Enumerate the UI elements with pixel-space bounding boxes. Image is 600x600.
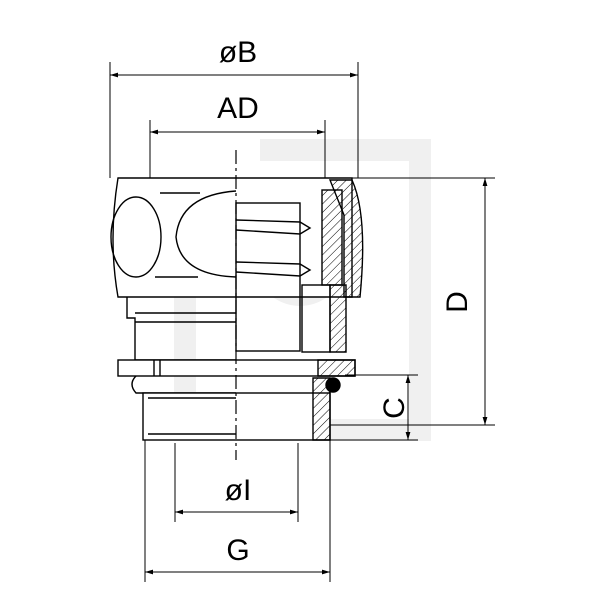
dim-label-height: D [441, 291, 474, 313]
dim-label-inner-diameter: øI [225, 474, 252, 507]
dim-label-thread-length: C [378, 397, 411, 419]
dim-label-thread: G [226, 534, 249, 567]
dim-label-across-flats: AD [217, 92, 259, 125]
dim-label-outer-diameter: øB [219, 36, 257, 69]
part-outline [110, 177, 364, 441]
dimension-lines [109, 62, 495, 582]
